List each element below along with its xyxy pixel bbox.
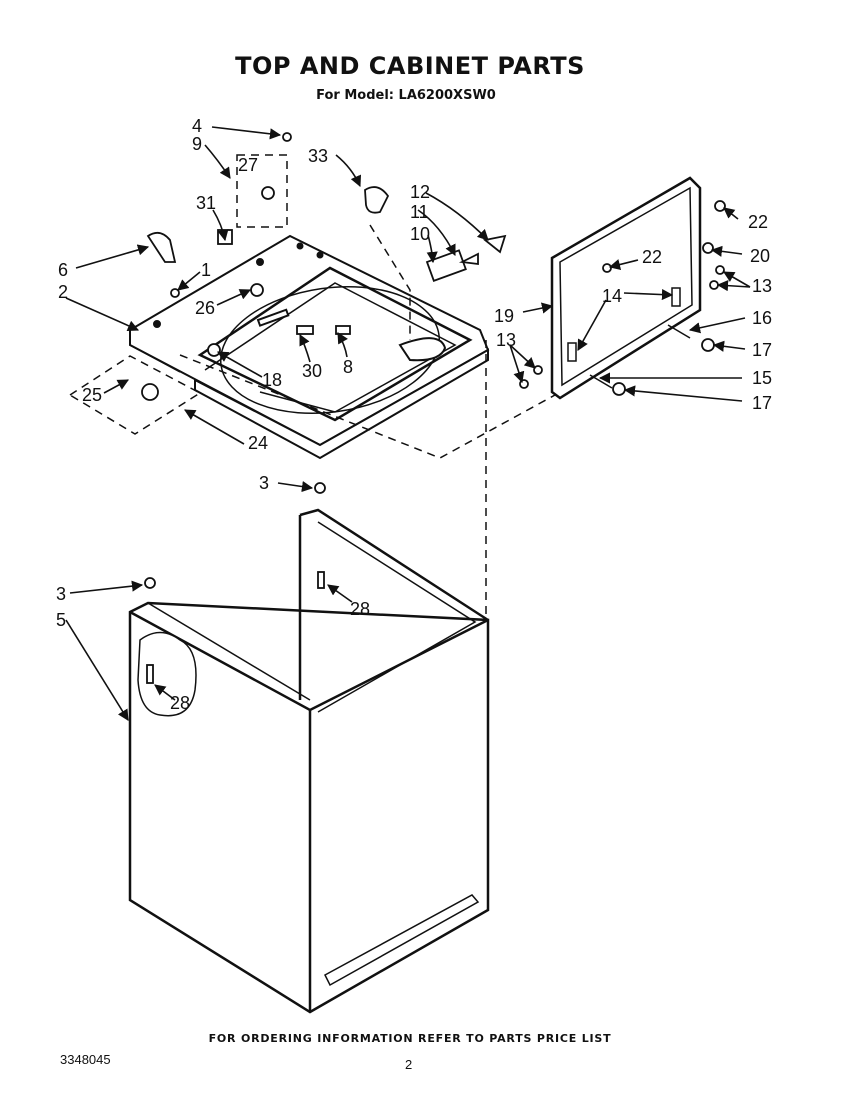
callout-33: 33 — [308, 146, 328, 166]
callout-3a: 3 — [259, 473, 269, 493]
callout-17b: 17 — [752, 393, 772, 413]
dashed-leaders — [68, 154, 556, 620]
callout-18: 18 — [262, 370, 282, 390]
callout-2: 2 — [58, 282, 68, 302]
callout-labels: 4 9 27 33 31 12 11 10 6 1 2 26 30 8 18 2… — [56, 116, 772, 713]
ordering-note: FOR ORDERING INFORMATION REFER TO PARTS … — [208, 1032, 612, 1045]
callout-25: 25 — [82, 385, 102, 405]
callout-19: 19 — [494, 306, 514, 326]
callout-4: 4 — [192, 116, 202, 136]
callout-6: 6 — [58, 260, 68, 280]
callout-15: 15 — [752, 368, 772, 388]
callout-13b: 13 — [496, 330, 516, 350]
lid — [550, 176, 702, 400]
callout-27: 27 — [238, 155, 258, 175]
callout-3b: 3 — [56, 584, 66, 604]
callout-22b: 22 — [642, 247, 662, 267]
page-title: TOP AND CABINET PARTS — [235, 52, 585, 80]
document-number: 3348045 — [60, 1052, 111, 1067]
callout-13a: 13 — [752, 276, 772, 296]
callout-arrows — [65, 126, 751, 721]
callout-28b: 28 — [170, 693, 190, 713]
page-number: 2 — [405, 1057, 413, 1072]
callout-5: 5 — [56, 610, 66, 630]
callout-17a: 17 — [752, 340, 772, 360]
callout-22a: 22 — [748, 212, 768, 232]
callout-8: 8 — [343, 357, 353, 377]
callout-10: 10 — [410, 224, 430, 244]
callout-9: 9 — [192, 134, 202, 154]
callout-31: 31 — [196, 193, 216, 213]
callout-30: 30 — [302, 361, 322, 381]
callout-1: 1 — [201, 260, 211, 280]
callout-26: 26 — [195, 298, 215, 318]
callout-24: 24 — [248, 433, 268, 453]
callout-12: 12 — [410, 182, 430, 202]
callout-16: 16 — [752, 308, 772, 328]
callout-20: 20 — [750, 246, 770, 266]
model-label: For Model: LA6200XSW0 — [316, 88, 496, 103]
cabinet — [128, 508, 490, 1014]
callout-14: 14 — [602, 286, 622, 306]
callout-28a: 28 — [350, 599, 370, 619]
callout-11: 11 — [410, 202, 429, 222]
